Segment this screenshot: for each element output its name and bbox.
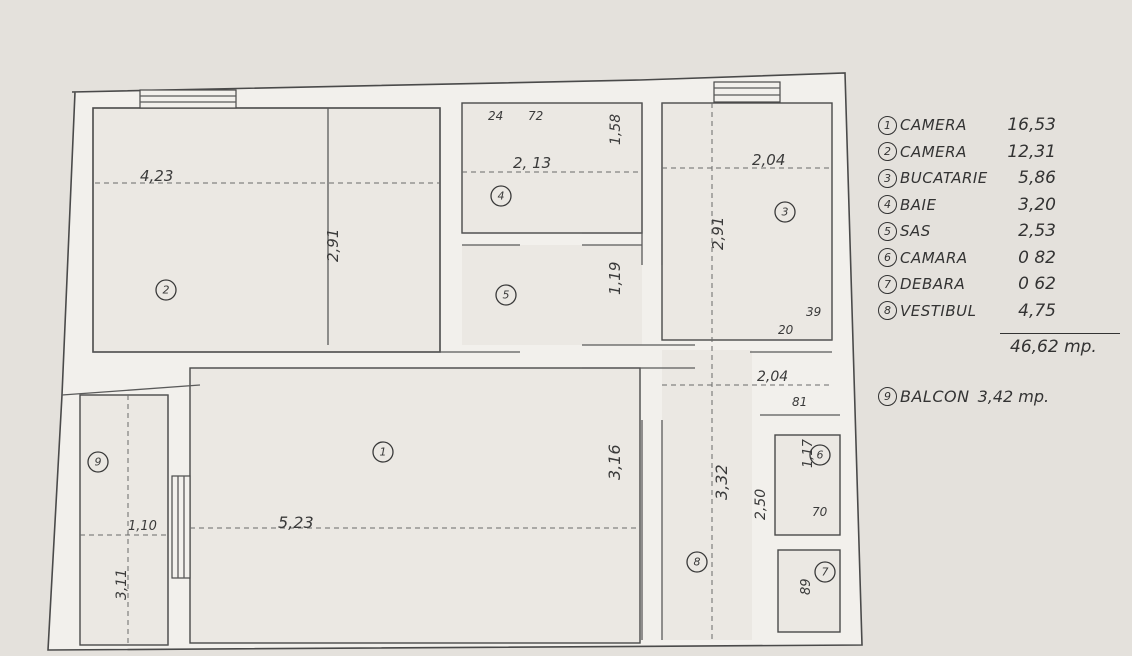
legend-room-name: BAIE: [900, 195, 937, 214]
room-marker-4: 4: [490, 185, 512, 207]
svg-text:3: 3: [782, 206, 789, 219]
dim-balcony-height: 3,11: [114, 569, 130, 600]
legend-number: 2: [878, 142, 897, 162]
legend-room-area: 0 62: [1018, 274, 1056, 295]
svg-text:2: 2: [163, 284, 170, 297]
legend-number: 4: [878, 195, 897, 215]
dim-r4-a: 24: [488, 109, 503, 123]
legend-row: 6 CAMARA 0 82: [878, 245, 1056, 272]
legend-number: 8: [878, 301, 897, 321]
legend-number: 9: [878, 387, 897, 406]
legend-room-area: 16,53: [1007, 115, 1056, 136]
dim-r3-width: 2,04: [752, 151, 785, 169]
room-3-floor: [661, 102, 833, 341]
legend-room-name: BUCATARIE: [900, 169, 988, 188]
legend-room-name: DEBARA: [900, 275, 966, 294]
legend-row: 2 CAMERA 12,31: [878, 139, 1056, 166]
window: [139, 89, 237, 109]
legend-room-area: 0 82: [1018, 247, 1056, 268]
dim-r4-b: 72: [528, 109, 543, 123]
svg-text:6: 6: [817, 449, 824, 462]
room-legend: 1 CAMERA 16,53 2 CAMERA 12,31 3 BUCATARI…: [878, 112, 1056, 324]
legend-number: 5: [878, 221, 897, 241]
legend-number: 6: [878, 248, 897, 268]
room-marker-7: 7: [814, 561, 836, 583]
window: [713, 81, 781, 103]
dim-c20: 20: [778, 323, 794, 337]
dim-r4-height: 1,58: [608, 114, 624, 145]
dim-r3-height: 2,91: [709, 217, 727, 250]
room-5-floor: [462, 245, 642, 345]
room-marker-6: 6: [809, 444, 831, 466]
room-4-floor: [461, 102, 643, 234]
legend-room-name: CAMARA: [900, 248, 968, 267]
balcony-area: 3,42 mp.: [977, 387, 1050, 406]
svg-text:8: 8: [694, 556, 701, 569]
window: [171, 475, 191, 579]
total-area: 46,62 mp.: [1000, 333, 1120, 357]
dim-balcony-width: 1,10: [128, 519, 157, 534]
legend-number: 1: [878, 115, 897, 135]
room-marker-2: 2: [155, 279, 177, 301]
legend-number: 3: [878, 168, 897, 188]
legend-row: 1 CAMERA 16,53: [878, 112, 1056, 139]
dim-r6-width: 70: [812, 505, 828, 519]
legend-row: 5 SAS 2,53: [878, 218, 1056, 245]
dim-sas-height: 1,19: [606, 262, 624, 295]
legend-room-area: 2,53: [1018, 221, 1056, 242]
balcony-name: BALCON: [900, 387, 970, 406]
dim-vest-width: 2,04: [757, 369, 788, 385]
dim-r2-height: 2,91: [324, 229, 342, 262]
dim-r1-height: 3,16: [605, 444, 624, 480]
svg-text:7: 7: [822, 566, 829, 579]
legend-room-name: CAMERA: [900, 142, 967, 161]
legend-row: 7 DEBARA 0 62: [878, 271, 1056, 298]
legend-row: 8 VESTIBUL 4,75: [878, 298, 1056, 325]
svg-text:1: 1: [380, 446, 387, 459]
svg-text:5: 5: [503, 289, 510, 302]
dim-r7-height: 89: [799, 578, 814, 595]
svg-text:4: 4: [498, 190, 505, 203]
dim-c81: 81: [792, 395, 807, 409]
svg-text:9: 9: [95, 456, 102, 469]
dim-r1-width: 5,23: [278, 513, 314, 532]
dim-r2-width: 4,23: [140, 167, 173, 185]
dim-vest-b: 2,50: [753, 489, 769, 520]
dim-c39: 39: [806, 305, 821, 319]
room-2-floor: [92, 107, 441, 353]
balcony-legend: 9 BALCON 3,42 mp.: [878, 387, 1049, 406]
legend-room-area: 3,20: [1018, 194, 1056, 215]
dim-vest-height: 3,32: [712, 464, 731, 500]
room-1-floor: [189, 367, 641, 644]
room-marker-9: 9: [87, 451, 109, 473]
legend-number: 7: [878, 274, 897, 294]
room-marker-1: 1: [372, 441, 394, 463]
room-marker-3: 3: [774, 201, 796, 223]
legend-room-area: 12,31: [1007, 141, 1056, 162]
room-marker-5: 5: [495, 284, 517, 306]
legend-room-area: 5,86: [1018, 168, 1056, 189]
legend-row: 3 BUCATARIE 5,86: [878, 165, 1056, 192]
legend-room-name: SAS: [900, 222, 931, 241]
legend-room-name: VESTIBUL: [900, 301, 977, 320]
room-8-floor: [662, 350, 752, 640]
legend-room-area: 4,75: [1018, 300, 1056, 321]
partition-line: [61, 384, 201, 396]
legend-row: 4 BAIE 3,20: [878, 192, 1056, 219]
dim-r4-width: 2, 13: [513, 154, 551, 172]
legend-room-name: CAMERA: [900, 116, 967, 135]
room-marker-8: 8: [686, 551, 708, 573]
balcony-floor: [79, 394, 169, 646]
